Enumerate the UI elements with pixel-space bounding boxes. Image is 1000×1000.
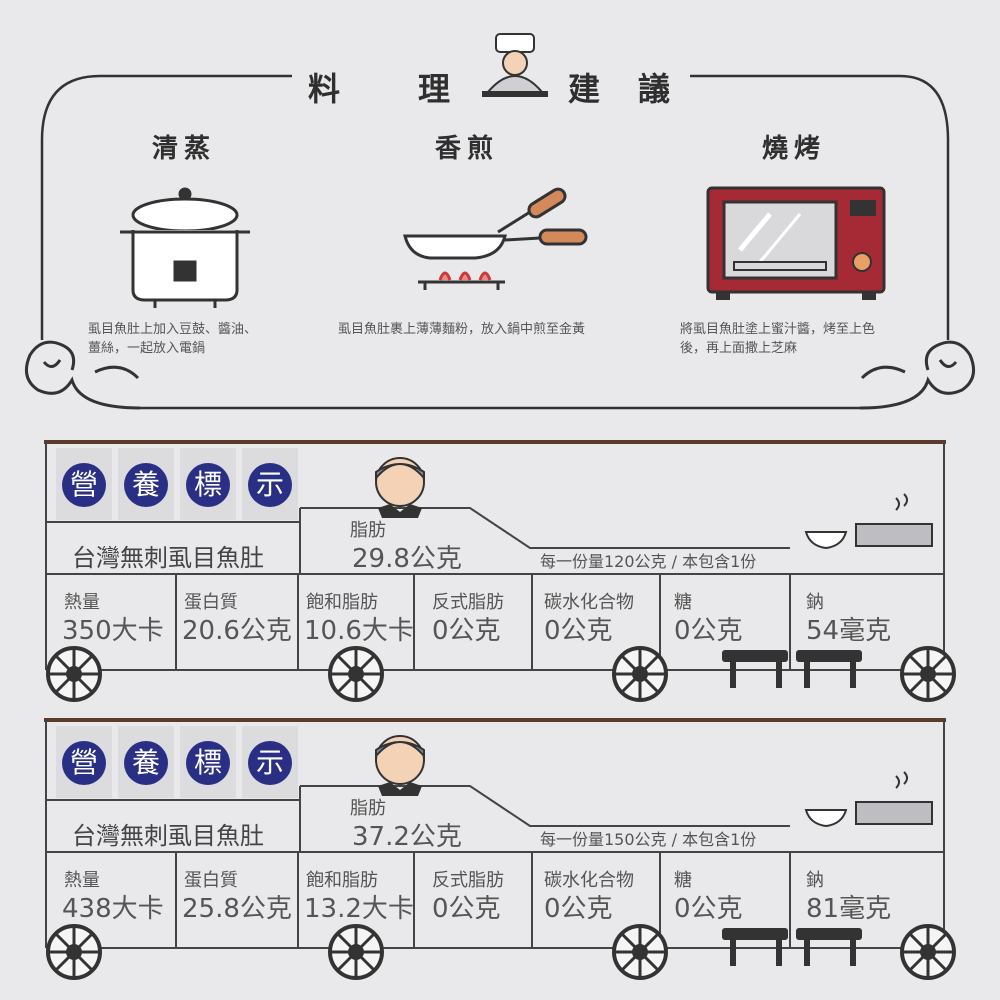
nutrient-value: 10.6大卡 xyxy=(304,616,414,646)
method-pan-fry-title: 香煎 xyxy=(435,134,500,164)
product-name: 台灣無刺虱目魚肚 xyxy=(72,544,264,572)
nutrient-value: 0公克 xyxy=(674,616,743,646)
nutrient-value: 81毫克 xyxy=(806,894,892,924)
tag-char-4: 示 xyxy=(248,463,292,507)
serving-size: 每一份量120公克 / 本包含1份 xyxy=(540,552,757,571)
nutrient-value: 0公克 xyxy=(674,894,743,924)
nutrient-label: 反式脂肪 xyxy=(432,870,504,891)
wheel-icon xyxy=(612,646,668,702)
title-char-2: 理 xyxy=(418,70,451,108)
bench-icon xyxy=(722,928,862,966)
steam-pot-icon xyxy=(855,493,933,547)
product-name: 台灣無刺虱目魚肚 xyxy=(72,822,264,850)
tag-char-2: 養 xyxy=(124,741,168,785)
method-pan-fry-desc: 虱目魚肚裹上薄薄麵粉，放入鍋中煎至金黃 xyxy=(338,322,586,337)
wheel-icon xyxy=(328,646,384,702)
fat-label: 脂肪 xyxy=(350,798,386,819)
wheel-icon xyxy=(612,924,668,980)
nutrition-panel: 營 養 標 示 台灣無刺虱目魚肚 脂肪 29.8公克 每一份量120公克 / 本… xyxy=(0,438,1000,718)
nutrient-value: 0公克 xyxy=(432,894,501,924)
nutrient-label: 糖 xyxy=(674,870,692,891)
nutrient-label: 蛋白質 xyxy=(184,870,238,891)
nutrient-label: 碳水化合物 xyxy=(544,592,634,613)
tag-char-3: 標 xyxy=(186,463,230,507)
nutrient-label: 飽和脂肪 xyxy=(306,870,378,891)
method-steam-desc: 虱目魚肚上加入豆鼓、醬油、 薑絲，一起放入電鍋 xyxy=(88,322,258,356)
tag-char-4: 示 xyxy=(248,741,292,785)
serving-size: 每一份量150公克 / 本包含1份 xyxy=(540,830,757,849)
nutrient-value: 54毫克 xyxy=(806,616,892,646)
panel-frame xyxy=(44,718,956,980)
nutrient-value: 0公克 xyxy=(544,894,613,924)
nutrient-label: 飽和脂肪 xyxy=(306,592,378,613)
nutrient-label: 反式脂肪 xyxy=(432,592,504,613)
rice-cooker-icon xyxy=(120,187,250,308)
nutrient-value: 0公克 xyxy=(544,616,613,646)
method-grill-desc: 將虱目魚肚塗上蜜汁醬，烤至上色 後，再上面撒上芝麻 xyxy=(680,322,876,356)
nutrient-value: 438大卡 xyxy=(62,894,164,924)
chef-icon xyxy=(482,33,548,97)
bench-icon xyxy=(722,650,862,688)
nutrient-label: 鈉 xyxy=(806,870,824,891)
nutrient-value: 350大卡 xyxy=(62,616,164,646)
title-char-1: 料 xyxy=(308,70,341,108)
worker-icon xyxy=(375,457,425,518)
nutrient-label: 熱量 xyxy=(64,592,100,613)
nutrient-value: 0公克 xyxy=(432,616,501,646)
panel-frame xyxy=(44,440,956,702)
tag-char-2: 養 xyxy=(124,463,168,507)
cloud-right-icon xyxy=(859,340,976,410)
nutrient-value: 13.2大卡 xyxy=(304,894,414,924)
fat-value: 29.8公克 xyxy=(352,544,462,574)
wheel-icon xyxy=(900,924,956,980)
wheel-icon xyxy=(46,646,102,702)
tag-char-3: 標 xyxy=(186,741,230,785)
frying-pan-icon xyxy=(403,187,588,290)
wheel-icon xyxy=(900,646,956,702)
nutrient-label: 糖 xyxy=(674,592,692,613)
suggestion-frame xyxy=(24,33,976,410)
nutrient-label: 蛋白質 xyxy=(184,592,238,613)
nutrient-label: 熱量 xyxy=(64,870,100,891)
steam-pot-icon xyxy=(855,771,933,825)
method-grill-title: 燒烤 xyxy=(762,134,827,164)
cloud-left-icon xyxy=(24,340,141,410)
tag-char-1: 營 xyxy=(62,741,106,785)
nutrient-value: 20.6公克 xyxy=(182,616,292,646)
title-char-4: 議 xyxy=(638,70,671,108)
wheel-icon xyxy=(328,924,384,980)
nutrient-label: 鈉 xyxy=(806,592,824,613)
wheel-icon xyxy=(46,924,102,980)
fat-label: 脂肪 xyxy=(350,520,386,541)
fat-value: 37.2公克 xyxy=(352,822,462,852)
oven-icon xyxy=(706,186,886,300)
method-steam-title: 清蒸 xyxy=(152,134,217,164)
bowl-icon xyxy=(804,809,848,828)
nutrient-value: 25.8公克 xyxy=(182,894,292,924)
tag-char-1: 營 xyxy=(62,463,106,507)
title-char-3: 建 xyxy=(568,70,601,108)
nutrient-label: 碳水化合物 xyxy=(544,870,634,891)
nutrition-panel: 營 養 標 示 台灣無刺虱目魚肚 脂肪 37.2公克 每一份量150公克 / 本… xyxy=(0,716,1000,996)
bowl-icon xyxy=(804,531,848,550)
worker-icon xyxy=(375,735,425,796)
